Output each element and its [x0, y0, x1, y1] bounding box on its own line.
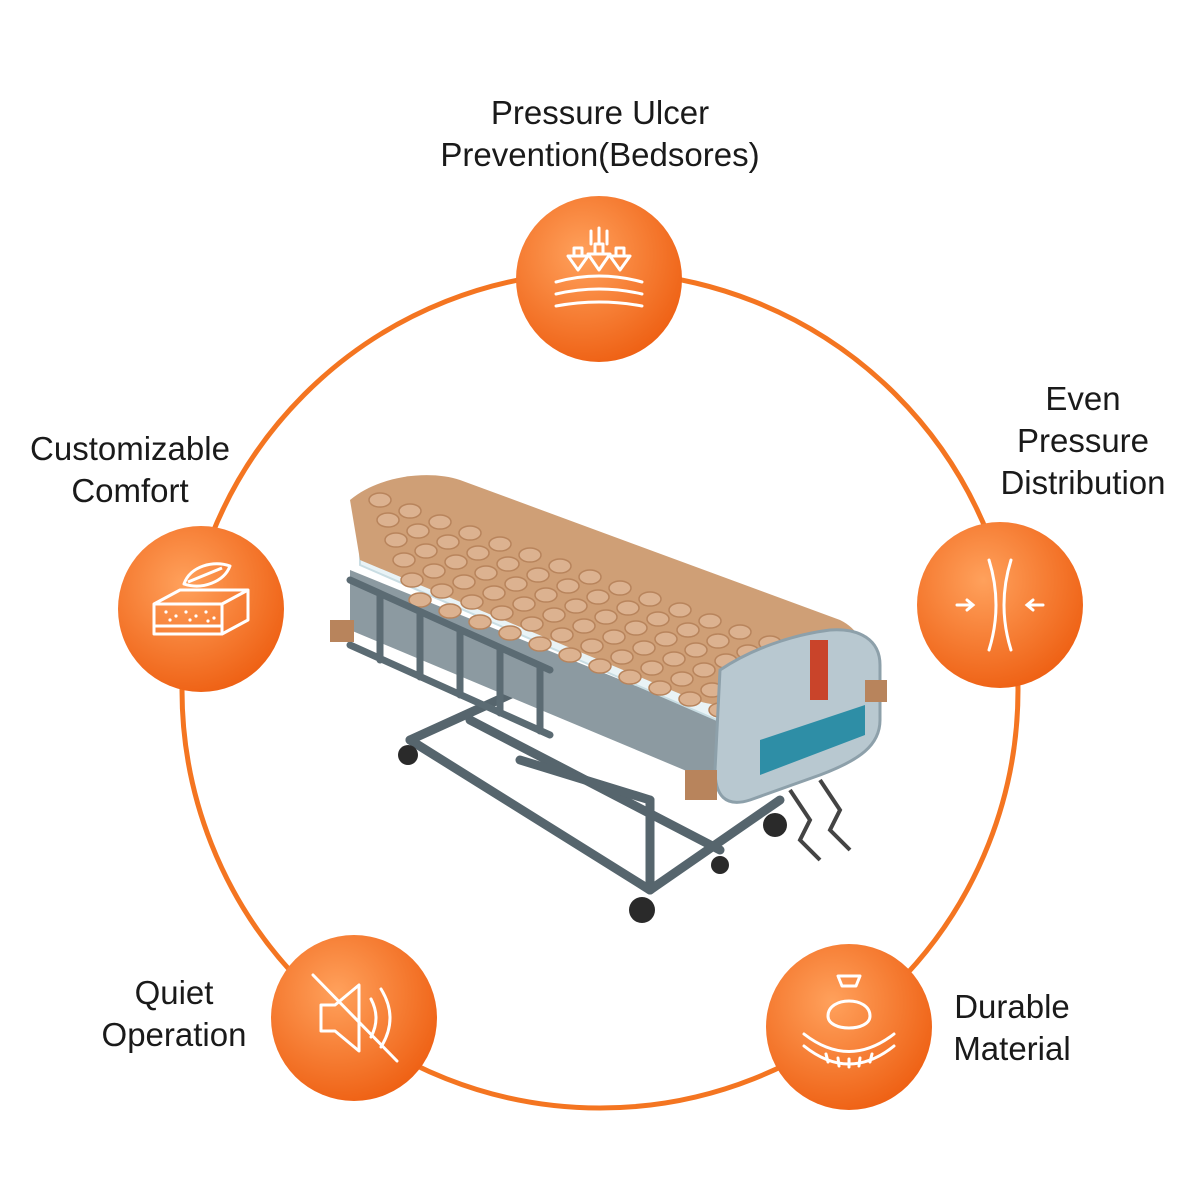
even-pressure-label: Even Pressure Distribution [972, 378, 1194, 504]
mattress-bubble [430, 583, 454, 599]
mattress-bubble [398, 503, 422, 519]
mattress-bubble [670, 671, 694, 687]
mattress-bubble [580, 638, 604, 654]
label-line: Prevention(Bedsores) [440, 136, 760, 173]
mattress-bubble [662, 651, 686, 667]
mattress-bubble [376, 512, 400, 528]
mattress-bubble [518, 547, 542, 563]
mattress-bubble [408, 592, 432, 608]
mattress-bubble [654, 631, 678, 647]
durable-badge [766, 944, 932, 1110]
mattress-bubble [632, 640, 656, 656]
mattress-bubble [572, 618, 596, 634]
mattress-bubble [406, 523, 430, 539]
mattress-bubble [458, 525, 482, 541]
mattress-bubble [676, 622, 700, 638]
durable-label: Durable Material [930, 986, 1094, 1070]
mattress-bubble [512, 596, 536, 612]
mattress-bubble [474, 565, 498, 581]
mattress-bubble [556, 578, 580, 594]
mattress-bubble [678, 691, 702, 707]
mute-speaker-icon [311, 973, 399, 1063]
label-line: Pressure [1016, 422, 1150, 459]
mattress-bubble [624, 620, 648, 636]
pressure-arrows-icon [554, 226, 644, 308]
mattress-bubble [668, 602, 692, 618]
mattress-bubble [534, 587, 558, 603]
mattress-bubble [452, 574, 476, 590]
mattress-bubble [548, 558, 572, 574]
mattress-bubble [498, 625, 522, 641]
mattress-bubble [526, 567, 550, 583]
mattress-bubble [414, 543, 438, 559]
mattress-bubble [706, 633, 730, 649]
mattress-bubble [698, 613, 722, 629]
mattress-bubble [550, 627, 574, 643]
label-line: Durable [954, 988, 1070, 1025]
mattress-bubble [384, 532, 408, 548]
comfort-badge [118, 526, 284, 692]
label-line: Customizable [30, 430, 230, 467]
pressure-ulcer-label: Pressure Ulcer Prevention(Bedsores) [395, 92, 805, 176]
label-line: Operation [101, 1016, 247, 1053]
mattress-bubble [616, 600, 640, 616]
mattress-bubble [640, 660, 664, 676]
mattress-bubble [602, 629, 626, 645]
mattress-bubble [618, 669, 642, 685]
label-line: Distribution [1000, 464, 1166, 501]
mattress-bubble [684, 642, 708, 658]
mattress-bubble [728, 624, 752, 640]
weight-cushion-icon [802, 974, 896, 1069]
mattress-bubble [428, 514, 452, 530]
compression-lines-icon [955, 558, 1045, 652]
mattress-bubble [368, 492, 392, 508]
mattress-bubble [504, 576, 528, 592]
label-line: Material [953, 1030, 1071, 1067]
label-line: Even [1045, 380, 1121, 417]
mattress-bubble [610, 649, 634, 665]
mattress-bubble [490, 605, 514, 621]
mattress-bubble [438, 603, 462, 619]
quiet-badge [271, 935, 437, 1101]
mattress-bubble [422, 563, 446, 579]
mattress-bubble [482, 585, 506, 601]
mattress-bubble [692, 662, 716, 678]
foam-mattress-icon [152, 562, 250, 636]
comfort-label: Customizable Comfort [14, 428, 246, 512]
mattress-bubble [646, 611, 670, 627]
mattress-bubble [578, 569, 602, 585]
mattress-bubble [542, 607, 566, 623]
mattress-bubble [436, 534, 460, 550]
quiet-label: Quiet Operation [84, 972, 264, 1056]
mattress-bubble [444, 554, 468, 570]
mattress-bubble [400, 572, 424, 588]
mattress-bubble [520, 616, 544, 632]
even-pressure-badge [917, 522, 1083, 688]
mattress-bubble [588, 658, 612, 674]
pressure-ulcer-badge [516, 196, 682, 362]
mattress-bubble [488, 536, 512, 552]
mattress-bubble [392, 552, 416, 568]
mattress-bubble [468, 614, 492, 630]
mattress-bubble [528, 636, 552, 652]
mattress-bubble [594, 609, 618, 625]
mattress-bubble [558, 647, 582, 663]
mattress-bubble [586, 589, 610, 605]
mattress-bubble [638, 591, 662, 607]
mattress-bubble [496, 556, 520, 572]
label-line: Pressure Ulcer [490, 94, 710, 131]
label-line: Quiet [134, 974, 214, 1011]
bed-with-air-mattress-image [330, 475, 887, 923]
mattress-bubble [608, 580, 632, 596]
mattress-bubble [648, 680, 672, 696]
mattress-bubble [564, 598, 588, 614]
mattress-bubble [460, 594, 484, 610]
mattress-bubble [466, 545, 490, 561]
label-line: Comfort [71, 472, 189, 509]
